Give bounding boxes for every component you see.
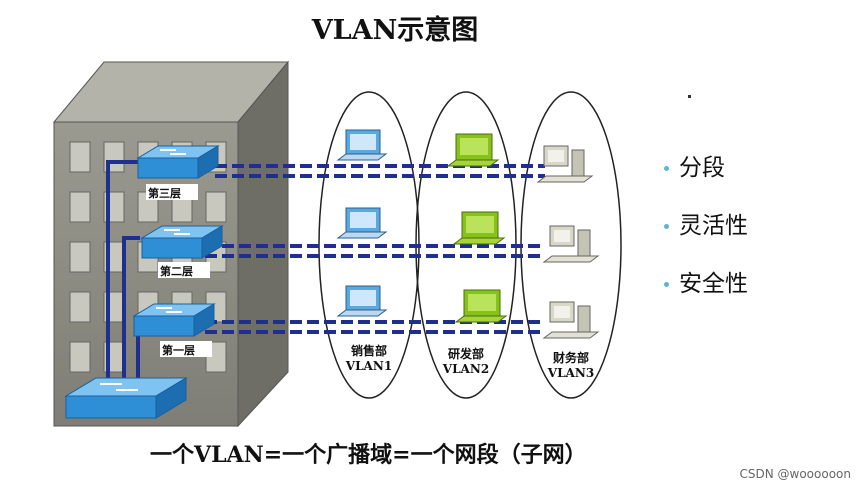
diagram-title: VLAN示意图 <box>311 15 479 46</box>
pc-icon <box>336 129 388 161</box>
pc-icon <box>454 289 508 323</box>
feature-item: 分段 <box>664 148 725 182</box>
bullet-icon <box>664 166 669 171</box>
pc-icon <box>542 301 600 339</box>
vlan-label-1: VLAN1 <box>345 359 392 373</box>
dept-label-vlan1: 销售部 <box>351 343 387 358</box>
dept-label-vlan3: 财务部 <box>552 350 589 365</box>
switch-floor-1 <box>132 303 216 337</box>
bullet-icon <box>664 282 669 287</box>
feature-item: 安全性 <box>664 264 748 298</box>
floor-label-3: 第三层 <box>148 186 181 200</box>
floor-label-1: 第一层 <box>162 343 195 357</box>
pc-icon <box>536 145 594 183</box>
feature-item: 灵活性 <box>664 206 748 240</box>
pc-icon <box>542 225 600 263</box>
pc-icon <box>452 211 506 245</box>
pc-icon <box>446 133 500 167</box>
dept-label-vlan2: 研发部 <box>448 346 484 361</box>
vlan-label-3: VLAN3 <box>547 366 594 380</box>
switch-floor-3 <box>136 145 220 179</box>
pc-icon <box>336 207 388 239</box>
stray-dot <box>688 95 691 98</box>
core-switch <box>64 377 188 419</box>
watermark: CSDN @woooooon <box>739 467 852 481</box>
bullet-icon <box>664 224 669 229</box>
diagram-caption: 一个VLAN=一个广播域=一个网段（子网） <box>150 442 587 468</box>
pc-icon <box>336 285 388 317</box>
floor-label-2: 第二层 <box>160 264 193 278</box>
switch-floor-2 <box>140 225 224 259</box>
vlan-label-2: VLAN2 <box>442 362 489 376</box>
